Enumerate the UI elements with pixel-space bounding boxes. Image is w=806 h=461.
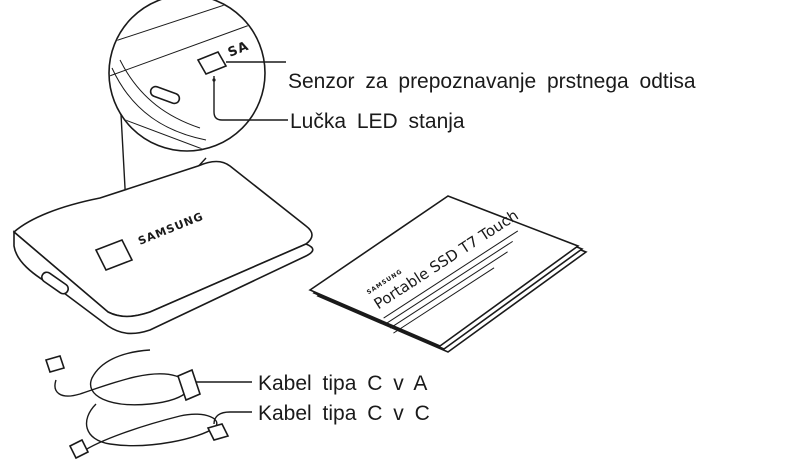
manual-text-line xyxy=(386,240,513,324)
brand-zoom: SA xyxy=(226,39,251,61)
manual-text-line xyxy=(389,251,508,329)
usb-c-port xyxy=(41,271,69,295)
usb-c-plug-3 xyxy=(206,423,230,441)
usb-cables xyxy=(44,349,252,460)
cable-c-to-c-cord xyxy=(81,403,218,453)
manual-cover xyxy=(308,195,580,347)
led-leader xyxy=(213,76,288,121)
usb-a-plug xyxy=(177,368,201,402)
usb-c-port-zoom xyxy=(149,85,181,105)
manual-text-line xyxy=(393,267,495,334)
ssd-side-face xyxy=(13,230,314,335)
manual-text-line xyxy=(383,230,519,319)
usb-c-plug-2 xyxy=(68,438,90,460)
cable-c-to-c-label: Kabel tipa C v C xyxy=(258,402,430,425)
magnifier-circle xyxy=(108,0,266,152)
fingerprint-sensor-zoom xyxy=(196,50,228,76)
portable-ssd: SAMSUNG xyxy=(12,160,314,335)
status-led-dot xyxy=(212,78,216,82)
cable-c-to-a-label: Kabel tipa C v A xyxy=(258,372,427,395)
status-led-label: Lučka LED stanja xyxy=(290,110,465,133)
cable-c-to-c-leader xyxy=(213,411,252,425)
ssd-top-face xyxy=(12,160,313,318)
cable-c-to-a-cord xyxy=(54,349,190,406)
usb-c-plug-1 xyxy=(44,355,66,373)
user-manual: SAMSUNG Portable SSD T7 Touch xyxy=(308,195,588,353)
fingerprint-sensor-label: Senzor za prepoznavanje prstnega odtisa xyxy=(288,70,696,93)
fingerprint-sensor xyxy=(94,238,134,272)
